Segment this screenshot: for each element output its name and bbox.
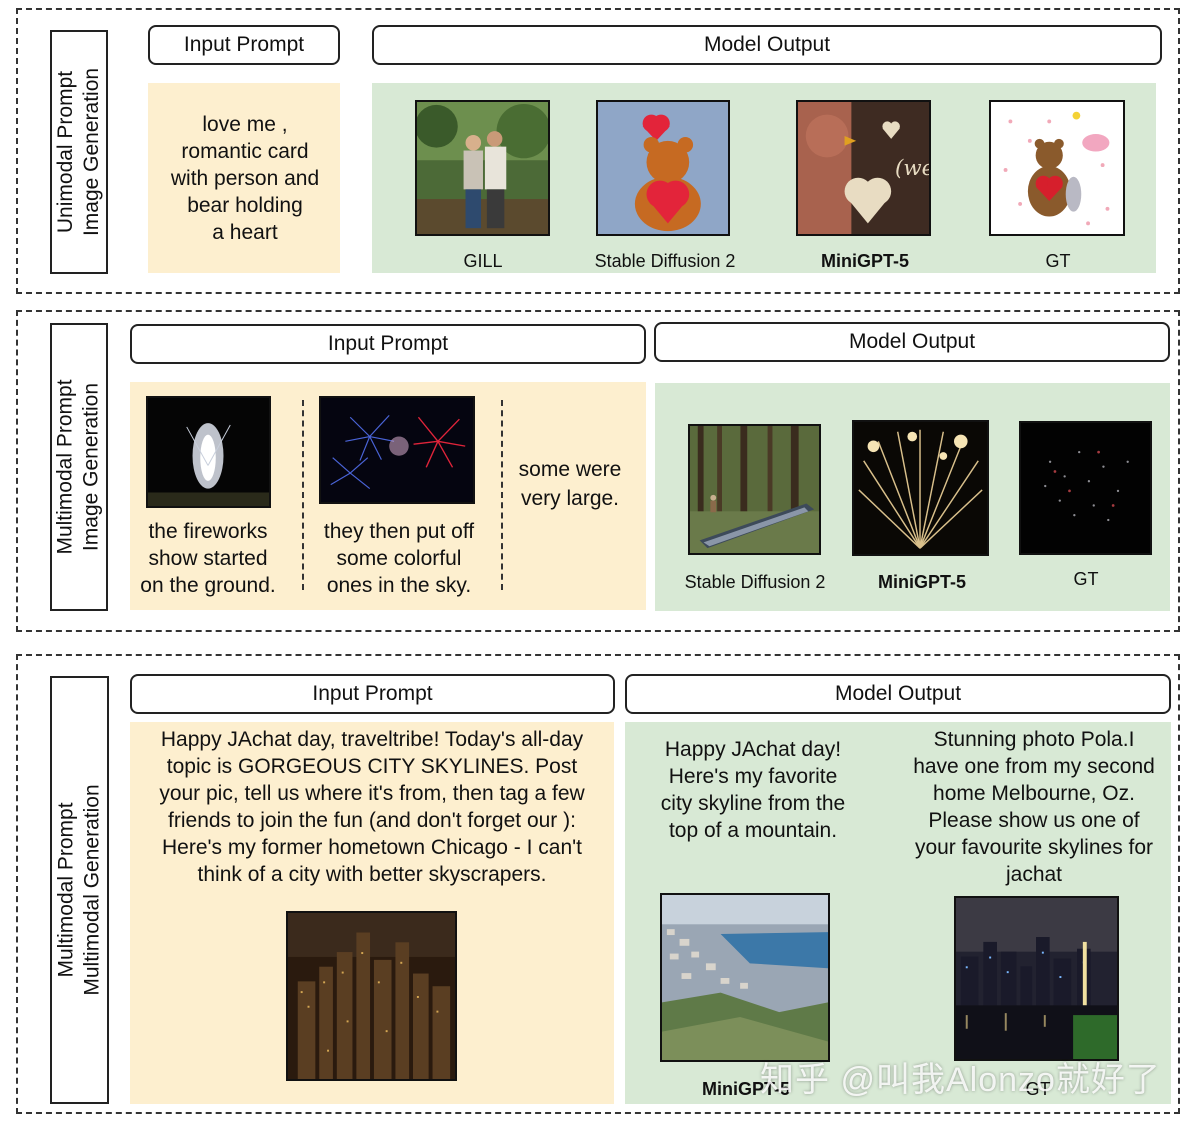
section-2-label-line2: Image Generation [80,382,103,552]
gt-output-melbourne-image [954,896,1119,1061]
section-unimodal-image-generation [16,8,1180,294]
gt-output-fireworks [1019,421,1152,555]
output-caption-minigpt-5: MiniGPT-5 [820,251,909,271]
prompt-line: love me , [202,113,288,136]
section-2-input-header: Input Prompt [130,324,646,364]
prompt-line: think of a city with better skyscrapers. [197,863,547,886]
minigpt-5-output-image: (we [796,100,931,236]
prompt-line: bear holding [187,194,303,217]
prompt-line: a heart [212,221,278,244]
caption-line: show started [148,547,268,570]
section-1-prompt-panel [148,83,340,273]
caption-line: they then put off [323,520,475,543]
minigpt-5-output-text: Happy JAchat day! Here's my favorite cit… [638,736,868,844]
caption-line: ones in the sky. [326,574,472,597]
section-3-prompt-text: Happy JAchat day, traveltribe! Today's a… [132,726,612,888]
section-2-label-line1: Multimodal Prompt [54,379,77,555]
caption-line: the fireworks [148,520,268,543]
gt-output-image-section-1 [989,100,1125,236]
prompt-line: topic is GORGEOUS CITY SKYLINES. Post [166,755,578,778]
section-1-output-header: Model Output [372,25,1162,65]
output-caption-gt: GT [1073,569,1099,589]
section-1-label-line2: Image Generation [80,67,104,237]
output-line: home Melbourne, Oz. [933,782,1135,805]
output-line: jachat [1005,863,1063,886]
output-line: Here's my favorite [668,765,838,788]
caption-line: on the ground. [140,574,276,597]
prompt-line: your pic, tell us where it's from, then … [159,782,585,805]
section-3-label-line1: Multimodal Prompt [54,802,78,978]
section-2-label: Multimodal Prompt Image Generation [50,323,108,611]
output-line: Please show us one of [928,809,1140,832]
prompt-divider-2 [501,400,503,590]
section-3-output-header: Model Output [625,674,1171,714]
prompt-line: Here's my former hometown Chicago - I ca… [162,836,582,859]
prompt-chicago-skyline-image [286,911,457,1081]
gill-output-image [415,100,550,236]
caption-line: some colorful [336,547,462,570]
caption-line: some were [518,458,622,481]
output-caption-gt: GT [1045,251,1071,271]
prompt-line: with person and [170,167,320,190]
stable-diffusion-2-output-forest [688,424,821,555]
watermark: 知乎 @叫我Alonzo就好了 [760,1061,1161,1099]
section-3-label-line2: Multimodal Generation [80,784,104,996]
output-line: Happy JAchat day! [664,738,842,761]
prompt-caption-1: the fireworks show started on the ground… [130,518,286,599]
prompt-fireworks-sky-image [319,396,475,504]
section-3-input-header: Input Prompt [130,674,615,714]
output-caption-minigpt-5: MiniGPT-5 [877,572,966,592]
prompt-divider-1 [302,400,304,590]
svg-text:(we: (we [895,156,929,181]
output-line: Stunning photo Pola.I [933,728,1135,751]
section-1-label-line1: Unimodal Prompt [54,70,78,234]
gt-output-text: Stunning photo Pola.I have one from my s… [894,726,1174,888]
prompt-line: Happy JAchat day, traveltribe! Today's a… [160,728,584,751]
output-caption-gill: GILL [463,251,503,271]
section-1-label: Unimodal Prompt Image Generation [50,30,108,274]
output-line: top of a mountain. [668,819,838,842]
section-2-output-header: Model Output [654,322,1170,362]
section-1-prompt-text: love me , romantic card with person and … [150,111,340,246]
output-line: city skyline from the [660,792,846,815]
stable-diffusion-2-output-image [596,100,730,236]
prompt-line: romantic card [181,140,309,163]
prompt-line: friends to join the fun (and don't forge… [168,809,576,832]
prompt-fireworks-ground-image [146,396,271,508]
section-1-input-header: Input Prompt [148,25,340,65]
output-caption-stable-diffusion-2: Stable Diffusion 2 [594,251,736,271]
output-caption-gt: GT [1025,1079,1051,1099]
output-caption-stable-diffusion-2: Stable Diffusion 2 [684,572,826,592]
output-caption-minigpt-5: MiniGPT-5 [701,1079,790,1099]
prompt-caption-3: some were very large. [508,455,632,513]
caption-line: very large. [520,487,620,510]
output-line: your favourite skylines for [914,836,1154,859]
section-multimodal-image-generation [16,310,1180,632]
section-multimodal-multimodal-generation [16,654,1180,1114]
section-3-label: Multimodal Prompt Multimodal Generation [50,676,109,1104]
minigpt-5-output-fireworks [852,420,989,556]
prompt-caption-2: they then put off some colorful ones in … [308,518,490,599]
output-line: have one from my second [913,755,1155,778]
minigpt-5-output-city-image [660,893,830,1062]
